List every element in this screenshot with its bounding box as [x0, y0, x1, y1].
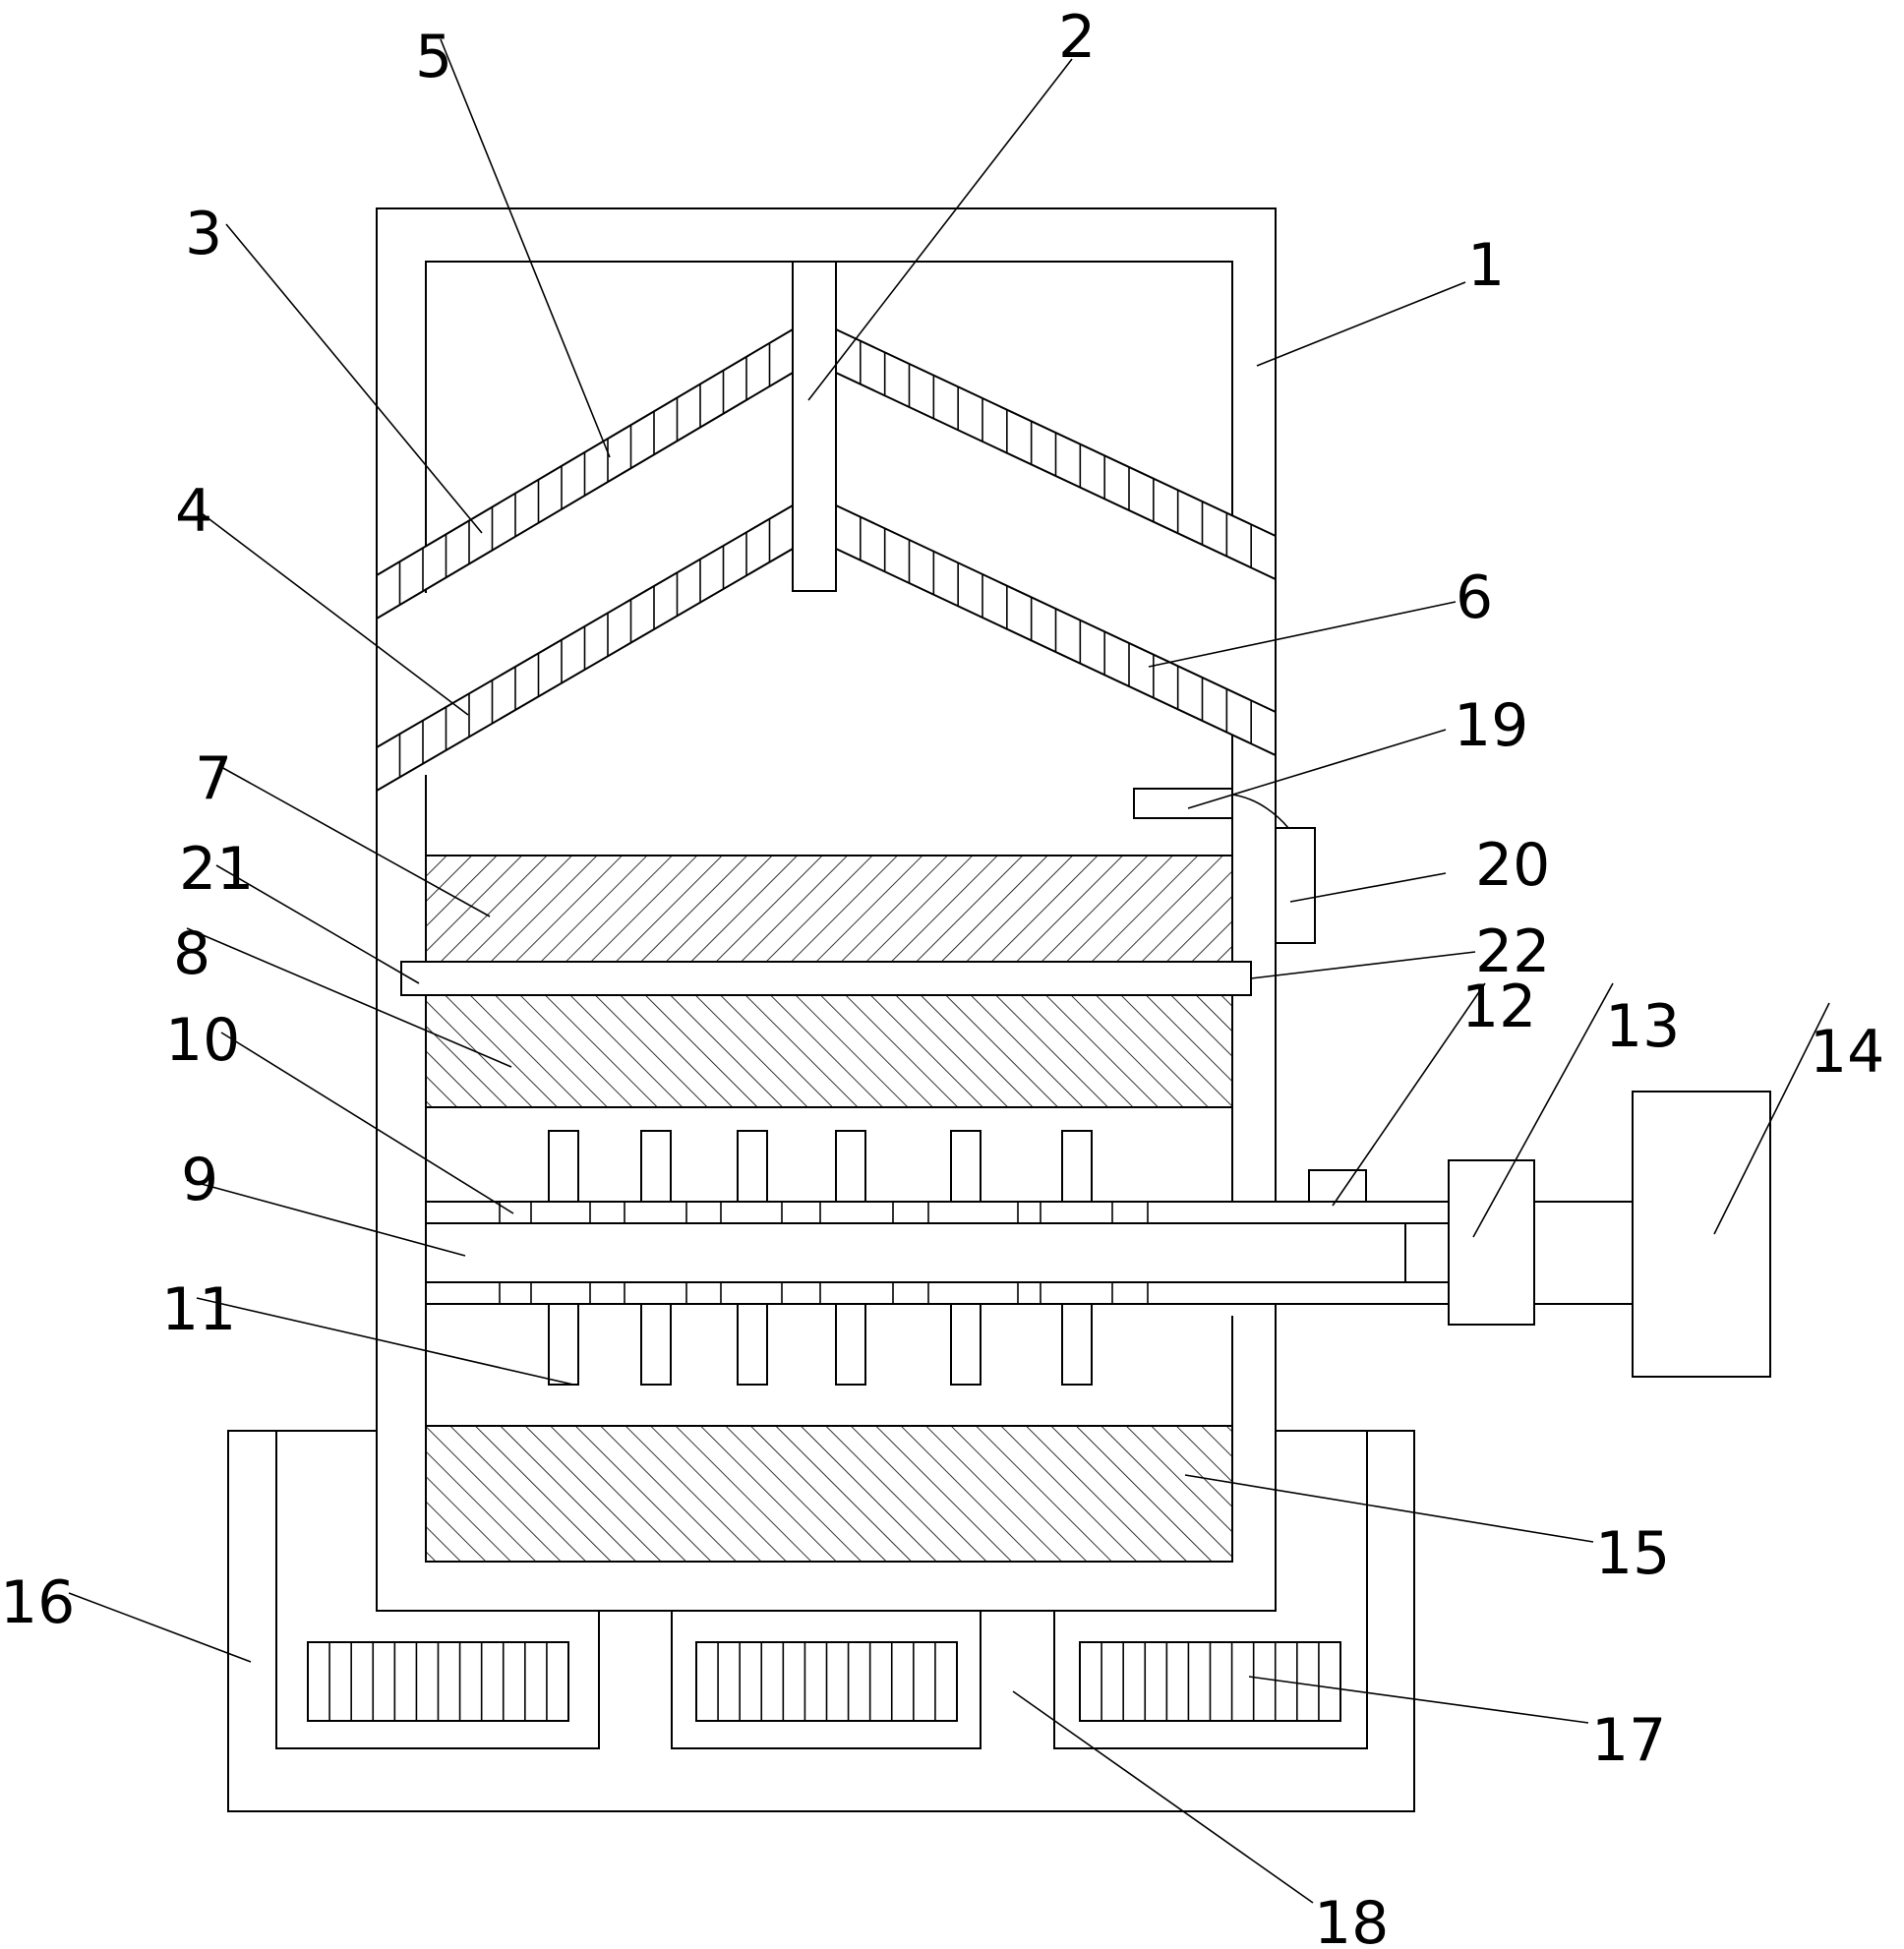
- label-12: 12: [1461, 973, 1536, 1041]
- label-14: 14: [1810, 1018, 1884, 1087]
- label-1: 1: [1467, 231, 1505, 300]
- reference-numerals: 1 2 3 4 5 6 7 21 8 10 9 11 12 13 14 19 2…: [0, 3, 1884, 1949]
- label-9: 9: [181, 1146, 218, 1214]
- agitator-blade: [835, 1303, 866, 1386]
- label-10: 10: [165, 1006, 240, 1075]
- agitator-blade: [950, 1303, 982, 1386]
- label-13: 13: [1605, 992, 1680, 1061]
- motor: [1632, 1091, 1771, 1378]
- agitator-blade: [548, 1303, 579, 1386]
- agitator-blade: [950, 1130, 982, 1203]
- filter-layer-bottom: [425, 1425, 1233, 1563]
- controller-box: [1275, 827, 1316, 944]
- agitator-blade: [835, 1130, 866, 1203]
- upper-screen-left-slats: [398, 342, 771, 606]
- label-19: 19: [1454, 691, 1528, 760]
- upper-screen-right-slats: [860, 340, 1252, 568]
- agitator-blade: [1061, 1303, 1093, 1386]
- label-8: 8: [173, 919, 210, 988]
- separator-plate: [400, 961, 1252, 996]
- heater-middle: [695, 1641, 958, 1722]
- agitator-blade: [737, 1130, 768, 1203]
- label-20: 20: [1475, 831, 1550, 900]
- label-2: 2: [1058, 3, 1096, 72]
- agitator-blade: [548, 1130, 579, 1203]
- label-5: 5: [415, 23, 452, 91]
- label-4: 4: [175, 477, 212, 546]
- label-22: 22: [1475, 917, 1550, 986]
- label-3: 3: [185, 200, 222, 268]
- leader-lines: [68, 38, 1830, 1904]
- gearbox: [1448, 1159, 1535, 1326]
- agitator-blade: [640, 1303, 672, 1386]
- label-21: 21: [179, 835, 254, 904]
- agitator-blade: [737, 1303, 768, 1386]
- label-16: 16: [0, 1568, 75, 1637]
- label-6: 6: [1456, 563, 1493, 632]
- lower-screen-left-slats: [398, 518, 771, 778]
- agitator-blade: [1061, 1130, 1093, 1203]
- sensor-wire: [1231, 794, 1289, 829]
- label-17: 17: [1591, 1706, 1666, 1775]
- central-rod: [792, 261, 837, 592]
- filter-layer-lower: [425, 994, 1233, 1108]
- sensor: [1133, 788, 1233, 819]
- coupling: [1308, 1169, 1367, 1203]
- heater-left: [307, 1641, 569, 1722]
- label-7: 7: [195, 744, 232, 813]
- filter-layer-upper: [425, 855, 1233, 963]
- label-11: 11: [161, 1275, 236, 1344]
- agitator-blade: [640, 1130, 672, 1203]
- heater-right: [1079, 1641, 1341, 1722]
- lower-screen-right-slats: [860, 516, 1252, 744]
- label-15: 15: [1595, 1519, 1670, 1588]
- label-18: 18: [1314, 1889, 1389, 1949]
